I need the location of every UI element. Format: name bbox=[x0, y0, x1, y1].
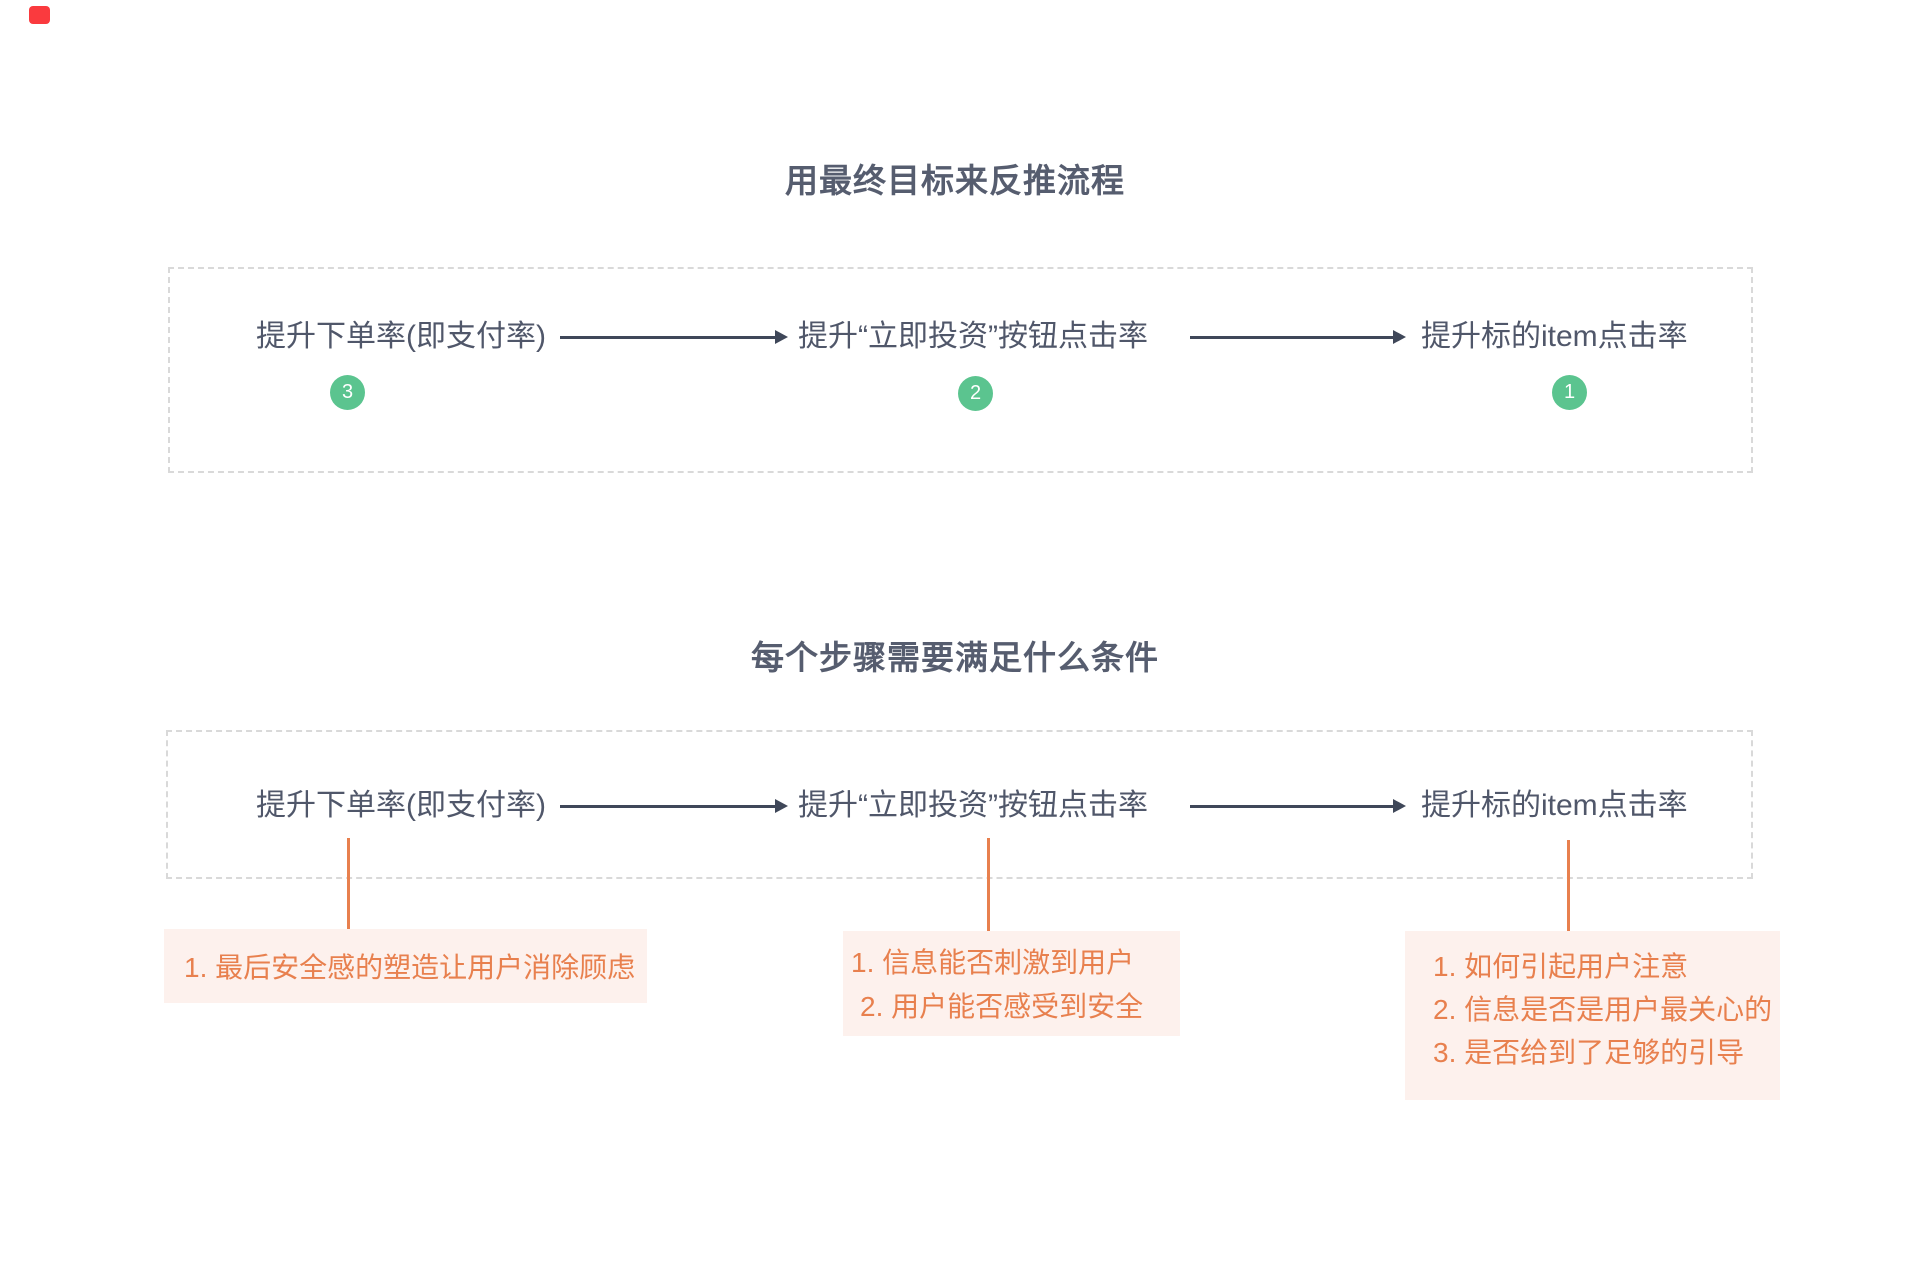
flow2-node-order-rate: 提升下单率(即支付率) bbox=[256, 789, 546, 822]
step-badge-1: 1 bbox=[1552, 375, 1587, 410]
flow1-node-order-rate: 提升下单率(即支付率) bbox=[256, 320, 546, 353]
flow2-arrow-1 bbox=[560, 799, 788, 813]
note-item: 1. 如何引起用户注意 bbox=[1433, 951, 1689, 982]
flow1-arrow-2 bbox=[1190, 330, 1406, 344]
note-item: 1. 信息能否刺激到用户 bbox=[851, 947, 1135, 978]
red-corner-mark bbox=[29, 6, 50, 24]
note-box-invest-button: 1. 信息能否刺激到用户 2. 用户能否感受到安全 bbox=[843, 931, 1180, 1036]
note-connector-3 bbox=[1567, 840, 1570, 931]
flow2-node-invest-button-rate: 提升“立即投资”按钮点击率 bbox=[798, 789, 1148, 822]
flow1-node-invest-button-rate: 提升“立即投资”按钮点击率 bbox=[798, 320, 1148, 353]
flow-box-conditions bbox=[166, 730, 1753, 879]
note-item: 2. 信息是否是用户最关心的 bbox=[1433, 994, 1773, 1025]
step-badge-3: 3 bbox=[330, 375, 365, 410]
flow2-arrow-2 bbox=[1190, 799, 1406, 813]
flow1-node-item-click-rate: 提升标的item点击率 bbox=[1421, 320, 1688, 353]
note-item: 3. 是否给到了足够的引导 bbox=[1433, 1037, 1745, 1068]
note-connector-1 bbox=[347, 838, 350, 929]
flow-box-goal bbox=[168, 267, 1753, 473]
note-item: 2. 用户能否感受到安全 bbox=[860, 991, 1144, 1022]
note-connector-2 bbox=[987, 838, 990, 931]
note-box-order-rate: 1. 最后安全感的塑造让用户消除顾虑 bbox=[164, 929, 647, 1003]
flow2-node-item-click-rate: 提升标的item点击率 bbox=[1421, 789, 1688, 822]
section-title-goal: 用最终目标来反推流程 bbox=[785, 162, 1125, 199]
flow1-arrow-1 bbox=[560, 330, 788, 344]
section-title-conditions: 每个步骤需要满足什么条件 bbox=[751, 639, 1159, 676]
step-badge-2: 2 bbox=[958, 376, 993, 411]
note-box-item-click: 1. 如何引起用户注意 2. 信息是否是用户最关心的 3. 是否给到了足够的引导 bbox=[1405, 931, 1780, 1100]
note-item: 1. 最后安全感的塑造让用户消除顾虑 bbox=[184, 952, 636, 983]
